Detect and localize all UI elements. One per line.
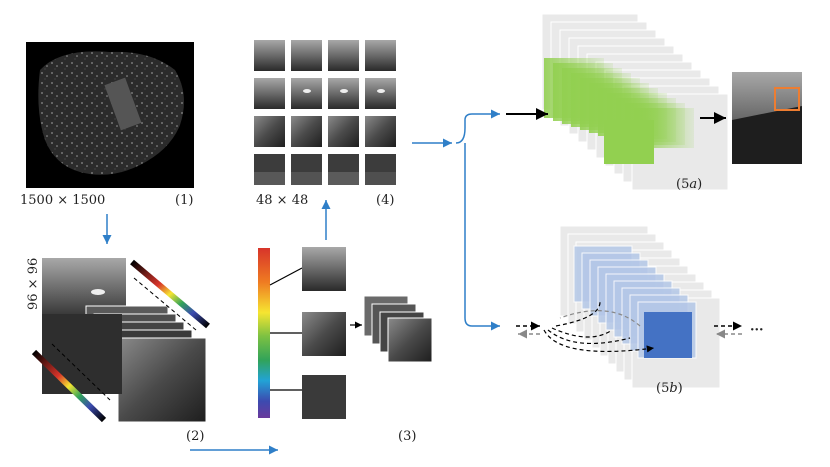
detection-result-image — [732, 72, 802, 164]
recurrent-arrows — [516, 301, 742, 353]
patch-tile — [291, 154, 322, 185]
step-label-1: (1) — [175, 193, 193, 208]
car-shape — [377, 89, 385, 93]
patch-shade — [291, 172, 322, 185]
patch-tile — [254, 116, 285, 147]
branch-connector — [455, 109, 500, 144]
patch-shade — [365, 172, 396, 185]
size-label-large: 1500 × 1500 — [20, 193, 105, 208]
size-label-tile: 96 × 96 — [26, 258, 41, 310]
tile-stack — [42, 258, 207, 423]
patch-tile — [291, 40, 322, 71]
activation-front — [604, 120, 654, 164]
patch-tile — [328, 154, 359, 185]
car-shape — [303, 89, 311, 93]
patch-tile — [365, 40, 396, 71]
patch-tile — [328, 116, 359, 147]
bounding-box — [774, 87, 800, 111]
patch-tile — [254, 78, 285, 109]
patch-tile — [365, 78, 396, 109]
assigned-tiles — [269, 247, 433, 419]
current-state-block — [644, 312, 692, 358]
rainbow-bar-lower — [31, 349, 107, 423]
large-mosaic-image — [26, 42, 194, 188]
patch-tile — [254, 40, 285, 71]
patch-tile — [328, 40, 359, 71]
patch-tile — [365, 116, 396, 147]
rainbow-bar-upper — [130, 259, 210, 329]
layer-stack-5a — [541, 13, 729, 191]
step-label-2: (2) — [186, 429, 204, 444]
car-shape — [340, 89, 348, 93]
patch-tile — [291, 78, 322, 109]
step-label-4: (4) — [376, 193, 394, 208]
patch-shade — [328, 172, 359, 185]
patch-tile — [328, 78, 359, 109]
patch-shade — [254, 172, 285, 185]
spectrum-bar — [258, 248, 270, 418]
step-label-3: (3) — [398, 429, 416, 444]
patch-tile — [254, 154, 285, 185]
step-label-5b: (5b) — [656, 381, 683, 396]
patch-grid — [254, 40, 396, 185]
step-label-5a: (5a) — [676, 177, 702, 192]
branch-connector-lower — [464, 143, 500, 331]
layer-stack-5b — [559, 225, 721, 389]
patch-tile — [365, 154, 396, 185]
patch-tile — [291, 116, 322, 147]
car-shape — [91, 289, 105, 295]
size-label-small: 48 × 48 — [256, 193, 308, 208]
ellipsis-text: ··· — [750, 323, 764, 338]
